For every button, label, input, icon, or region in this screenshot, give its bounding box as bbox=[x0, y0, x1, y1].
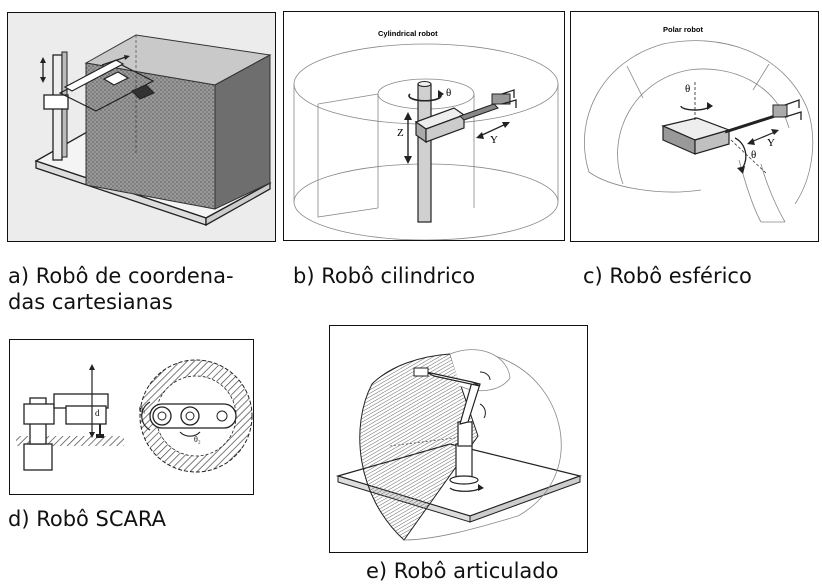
polar-robot-title: Polar robot bbox=[663, 25, 704, 34]
polar-y-label: Y bbox=[767, 137, 775, 149]
cylindrical-robot-panel: Cylindrical robot θ Z bbox=[283, 11, 565, 241]
cartesian-robot-panel bbox=[7, 12, 276, 242]
caption-cartesian-line2: das cartesianas bbox=[8, 290, 173, 314]
articulated-robot-diagram bbox=[335, 349, 583, 541]
scara-robot-diagram: d θ₁ θ₂ bbox=[16, 359, 253, 473]
caption-scara: d) Robô SCARA bbox=[8, 507, 167, 531]
caption-spherical: c) Robô esférico bbox=[583, 264, 752, 288]
caption-articulated: e) Robô articulado bbox=[366, 559, 559, 583]
articulated-robot-panel bbox=[329, 325, 588, 553]
scara-d-label: d bbox=[95, 408, 100, 418]
cylindrical-theta-label: θ bbox=[446, 87, 451, 99]
scara-theta2-label: θ₂ bbox=[194, 435, 201, 444]
cylindrical-robot-diagram: Cylindrical robot θ Z bbox=[293, 29, 559, 240]
scara-robot-panel: d θ₁ θ₂ bbox=[9, 339, 254, 495]
caption-cartesian-line1: a) Robô de coordena- bbox=[8, 264, 234, 288]
polar-robot-diagram: Polar robot θ Y θ bbox=[584, 25, 814, 223]
caption-cartesian: a) Robô de coordena- das cartesianas bbox=[8, 263, 234, 315]
cartesian-robot-diagram bbox=[34, 34, 272, 227]
polar-theta-side-label: θ bbox=[751, 149, 756, 161]
cylindrical-y-label: Y bbox=[490, 134, 498, 146]
cylindrical-robot-title: Cylindrical robot bbox=[378, 29, 438, 38]
cylindrical-z-label: Z bbox=[397, 127, 404, 139]
polar-robot-panel: Polar robot θ Y θ bbox=[570, 11, 819, 242]
caption-cylindrical: b) Robô cilindrico bbox=[293, 264, 476, 288]
scara-theta1-label: θ₁ bbox=[139, 405, 146, 414]
polar-theta-top-label: θ bbox=[685, 83, 690, 95]
